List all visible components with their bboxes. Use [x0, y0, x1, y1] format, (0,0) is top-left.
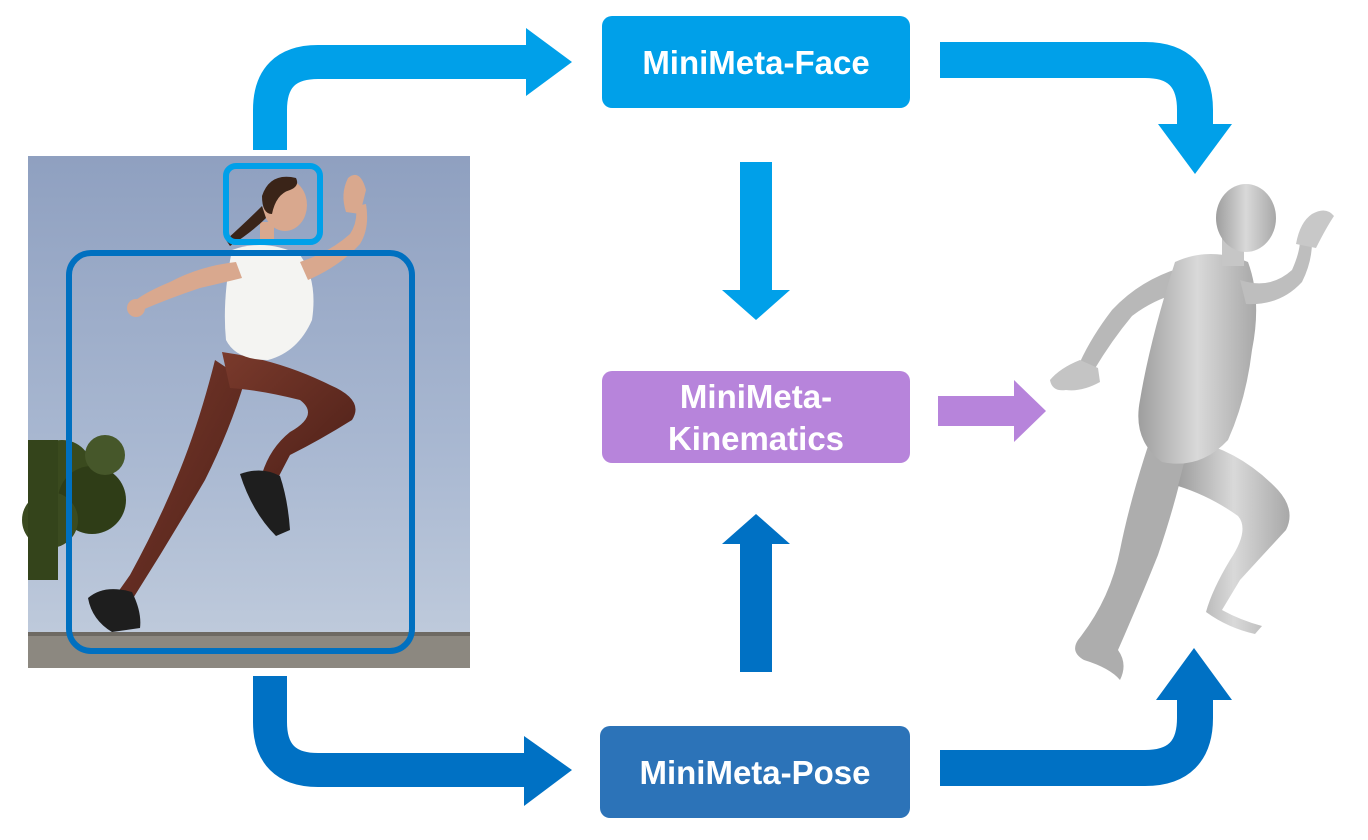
arrow-photo-to-face: [253, 28, 572, 150]
arrow-pose-to-kinematics: [722, 514, 790, 672]
arrow-kinematics-to-mesh: [938, 380, 1046, 442]
node-kinematics: MiniMeta- Kinematics: [602, 371, 910, 463]
runner: [88, 174, 368, 632]
output-mesh: [1050, 184, 1334, 680]
node-pose: MiniMeta-Pose: [600, 726, 910, 818]
node-face-label: MiniMeta-Face: [642, 44, 869, 81]
arrow-face-to-kinematics: [722, 162, 790, 320]
node-kinematics-label-line1: MiniMeta-: [680, 378, 832, 415]
arrow-pose-to-mesh: [940, 648, 1232, 786]
body-detection-box: [66, 250, 415, 654]
input-photo: [22, 156, 470, 668]
node-face: MiniMeta-Face: [602, 16, 910, 108]
face-detection-box: [223, 163, 323, 245]
node-kinematics-label-line2: Kinematics: [668, 420, 844, 457]
node-pose-label: MiniMeta-Pose: [639, 754, 870, 791]
arrow-face-to-mesh: [940, 42, 1232, 174]
tree: [22, 435, 126, 580]
arrow-photo-to-pose: [253, 676, 572, 806]
